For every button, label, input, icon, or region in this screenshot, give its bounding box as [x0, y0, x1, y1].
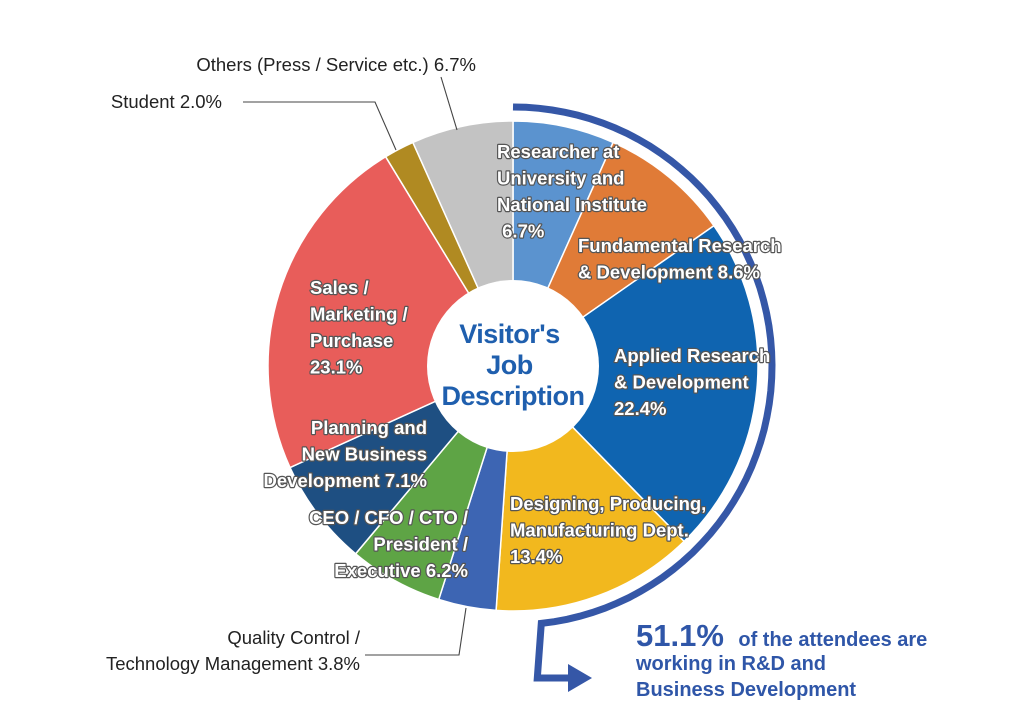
slice-label-1-line-1: & Development 8.6% — [578, 262, 760, 283]
slice-label-6-line-2: Development 7.1% — [264, 470, 427, 491]
slice-label-2-line-2: 22.4% — [614, 398, 666, 419]
slice-label-0-line-0: Researcher at — [497, 141, 619, 162]
slice-label-0-line-1: University and — [497, 168, 625, 189]
slice-label-2-line-1: & Development — [614, 372, 749, 393]
slice-label-6-line-0: Planning and — [311, 417, 427, 438]
slice-label-6-line-1: New Business — [302, 444, 427, 465]
leader-line-8 — [243, 101, 397, 151]
slice-label-5-line-1: President / — [373, 534, 468, 555]
slice-label-9: Others (Press / Service etc.) 6.7% — [196, 54, 476, 75]
slice-label-7-line-2: Purchase — [310, 330, 393, 351]
slice-label-2: Applied Research & Development 22.4% — [614, 345, 770, 419]
slice-label-5: CEO / CFO / CTO / President / Executive 6.… — [309, 507, 468, 581]
slice-label-8: Student 2.0% — [111, 91, 222, 112]
slice-label-7-line-0: Sales / — [310, 277, 369, 298]
rd-bracket — [512, 103, 776, 692]
callout-line-1: of the attendees are — [738, 629, 927, 651]
slice-label-4: Quality Control / Technology Management 3… — [106, 627, 361, 674]
slice-label-8-line-0: Student 2.0% — [111, 91, 222, 112]
slice-label-3: Designing, Producing, Manufacturing Dept.… — [510, 493, 706, 567]
slice-label-7-line-3: 23.1% — [310, 357, 362, 378]
slice-label-3-line-1: Manufacturing Dept. — [510, 520, 689, 541]
slice-label-5-line-2: Executive 6.2% — [334, 560, 468, 581]
leader-lines — [243, 76, 467, 656]
slice-label-7-line-1: Marketing / — [310, 304, 408, 325]
slice-label-3-line-2: 13.4% — [510, 546, 562, 567]
slice-label-7: Sales / Marketing / Purchase 23.1% — [310, 277, 408, 378]
callout-value: 51.1% — [636, 618, 724, 653]
bracket-arc — [512, 103, 776, 682]
slice-label-5-line-0: CEO / CFO / CTO / — [309, 507, 468, 528]
slice-label-1: Fundamental Research & Development 8.6% — [578, 235, 782, 283]
slice-label-1-line-0: Fundamental Research — [578, 235, 782, 256]
donut-hole — [427, 280, 599, 452]
callout-line-3: Business Development — [636, 679, 856, 701]
slice-label-4-line-1: Technology Management 3.8% — [106, 653, 360, 674]
callout-text: 51.1% of the attendees are working in R&… — [635, 618, 932, 701]
slice-label-3-line-0: Designing, Producing, — [510, 493, 706, 514]
pie-slice-2 — [511, 224, 759, 543]
slice-label-0-line-2: National Institute — [497, 194, 647, 215]
callout: 51.1% of the attendees are working in R&… — [635, 618, 932, 701]
leader-line-9 — [440, 76, 458, 131]
chart-title: Visitor's Job Description — [441, 319, 584, 411]
slice-label-2-line-0: Applied Research — [614, 345, 770, 366]
leader-line-4 — [365, 607, 467, 656]
bracket-arrowhead — [568, 664, 592, 692]
slice-label-9-line-0: Others (Press / Service etc.) 6.7% — [196, 54, 476, 75]
slice-label-4-line-0: Quality Control / — [227, 627, 360, 648]
slice-label-0-line-3: 6.7% — [497, 221, 544, 242]
callout-line-2: working in R&D and — [635, 653, 826, 675]
